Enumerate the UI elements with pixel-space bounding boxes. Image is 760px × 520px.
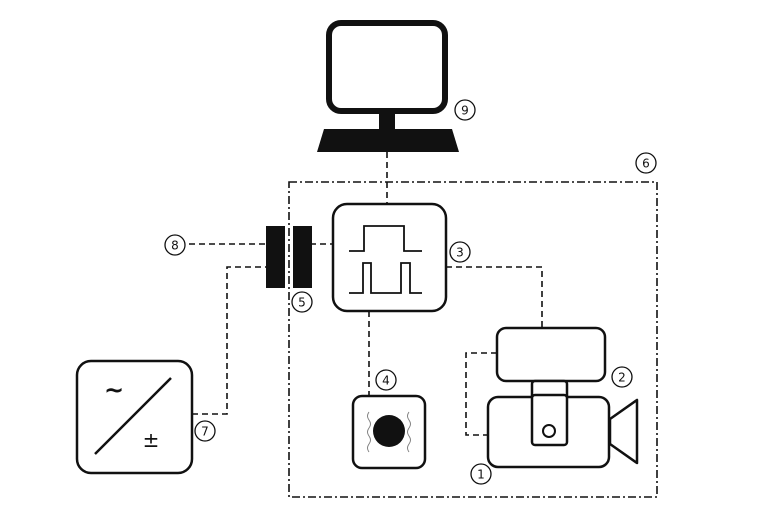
callout-number: 3	[456, 246, 464, 260]
system-enclosure	[288, 181, 658, 498]
signal-controller	[331, 202, 448, 313]
connections	[189, 152, 543, 436]
link-power-coupler	[192, 266, 268, 415]
projector-box	[495, 326, 607, 383]
callout-7: 7	[194, 420, 216, 442]
power-supply-diagonal	[94, 377, 172, 455]
coupler	[266, 226, 312, 288]
stimulus-unit	[351, 394, 427, 470]
callout-9: 9	[454, 99, 476, 121]
callout-circle	[375, 369, 397, 391]
callout-circle	[454, 99, 476, 121]
computer	[317, 20, 459, 152]
pulse-waveform-lower	[349, 262, 422, 294]
callout-number: 7	[201, 425, 209, 439]
computer-monitor	[326, 20, 448, 114]
power-supply-box	[75, 359, 194, 475]
callout-number: 5	[298, 296, 306, 310]
sample-dot	[373, 415, 405, 447]
camera-lens-dot	[542, 424, 556, 438]
callout-4: 4	[375, 369, 397, 391]
callout-3: 3	[449, 241, 471, 263]
camera-mount-overlay	[530, 393, 569, 447]
callout-number: 9	[461, 104, 469, 118]
ac-symbol: ~	[104, 376, 124, 404]
callout-circle	[291, 291, 313, 313]
callout-1: 1	[470, 463, 492, 485]
callout-2: 2	[611, 366, 633, 388]
pulse-waveform-upper	[349, 225, 422, 252]
callout-circle	[470, 463, 492, 485]
coupler-block-left	[266, 226, 285, 288]
power-supply: ~ ±	[75, 359, 194, 475]
link-controller-projector	[446, 266, 543, 327]
callout-6: 6	[635, 152, 657, 174]
wave-left-icon	[367, 411, 371, 453]
callout-number: 1	[477, 468, 485, 482]
controller-box	[331, 202, 448, 313]
computer-stand	[379, 113, 395, 129]
camera-lens-cone	[608, 398, 639, 465]
callout-circle	[194, 420, 216, 442]
callout-8: 8	[164, 234, 186, 256]
callout-circle	[635, 152, 657, 174]
dc-symbol: ±	[143, 428, 160, 452]
callout-5: 5	[291, 291, 313, 313]
callout-circle	[164, 234, 186, 256]
callout-number: 2	[618, 371, 626, 385]
link-projector-camera	[465, 352, 497, 436]
computer-keyboard	[317, 129, 459, 152]
callout-circle	[449, 241, 471, 263]
callout-number: 4	[382, 374, 390, 388]
callout-number: 6	[642, 157, 650, 171]
coupler-block-right	[293, 226, 312, 288]
wave-right-icon	[407, 411, 411, 453]
camera	[486, 393, 639, 469]
callout-circle	[611, 366, 633, 388]
callout-number: 8	[171, 239, 179, 253]
